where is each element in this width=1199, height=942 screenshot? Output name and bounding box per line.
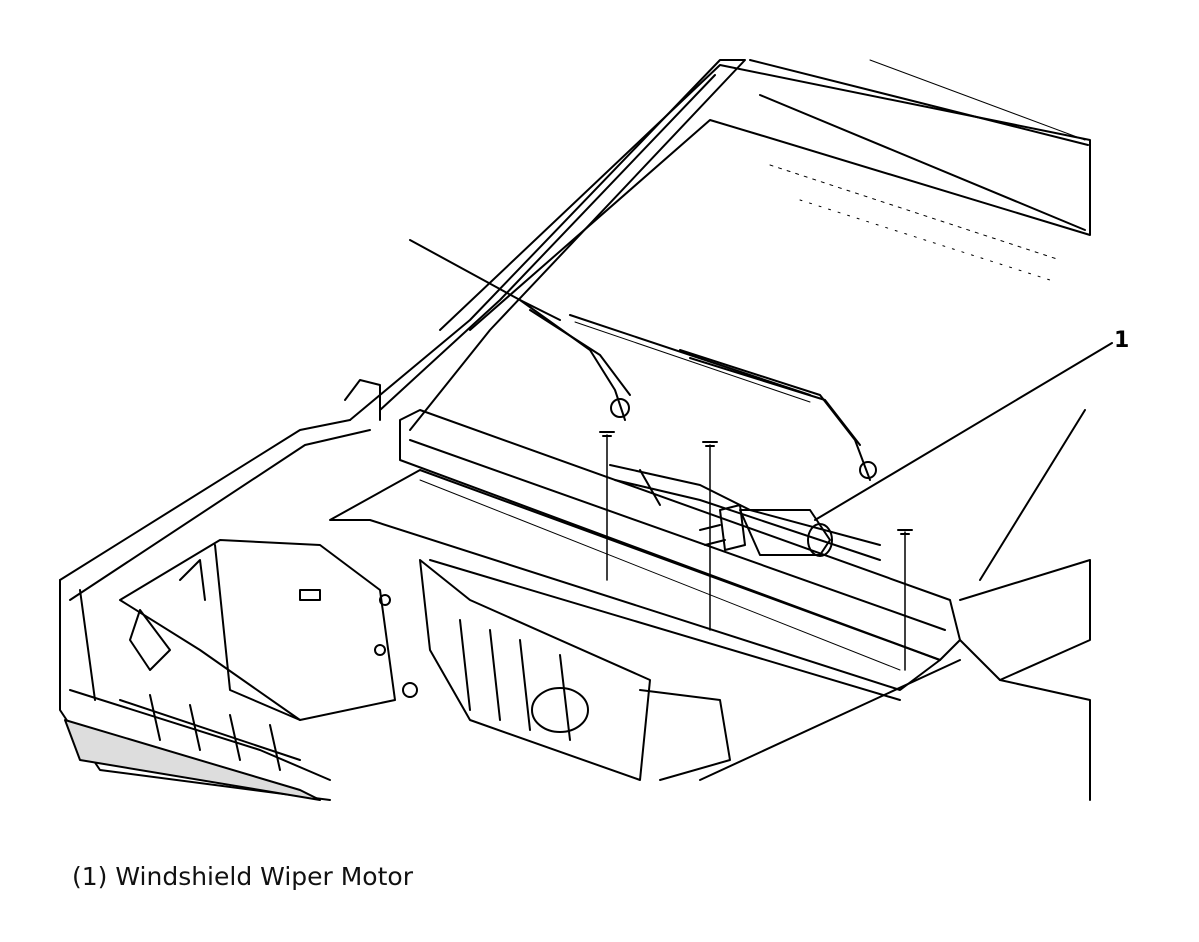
mounting-bolts — [599, 431, 913, 671]
windshield-wiper-motor — [699, 504, 833, 557]
callout-1-leader — [814, 342, 1113, 521]
figure-caption: (1) Windshield Wiper Motor — [72, 862, 413, 891]
left-strut-tower — [119, 539, 418, 721]
windshield — [439, 59, 1091, 331]
engine-bay-wiper-diagram — [59, 59, 1113, 801]
firewall — [419, 559, 731, 781]
callout-number-1: 1 — [1114, 328, 1130, 353]
wiper-arm-left — [409, 239, 631, 421]
wiper-arm-right — [569, 314, 877, 481]
front-grille — [64, 689, 331, 801]
right-fender — [699, 409, 1091, 801]
wiper-linkage — [609, 464, 881, 561]
a-pillar — [344, 59, 746, 431]
